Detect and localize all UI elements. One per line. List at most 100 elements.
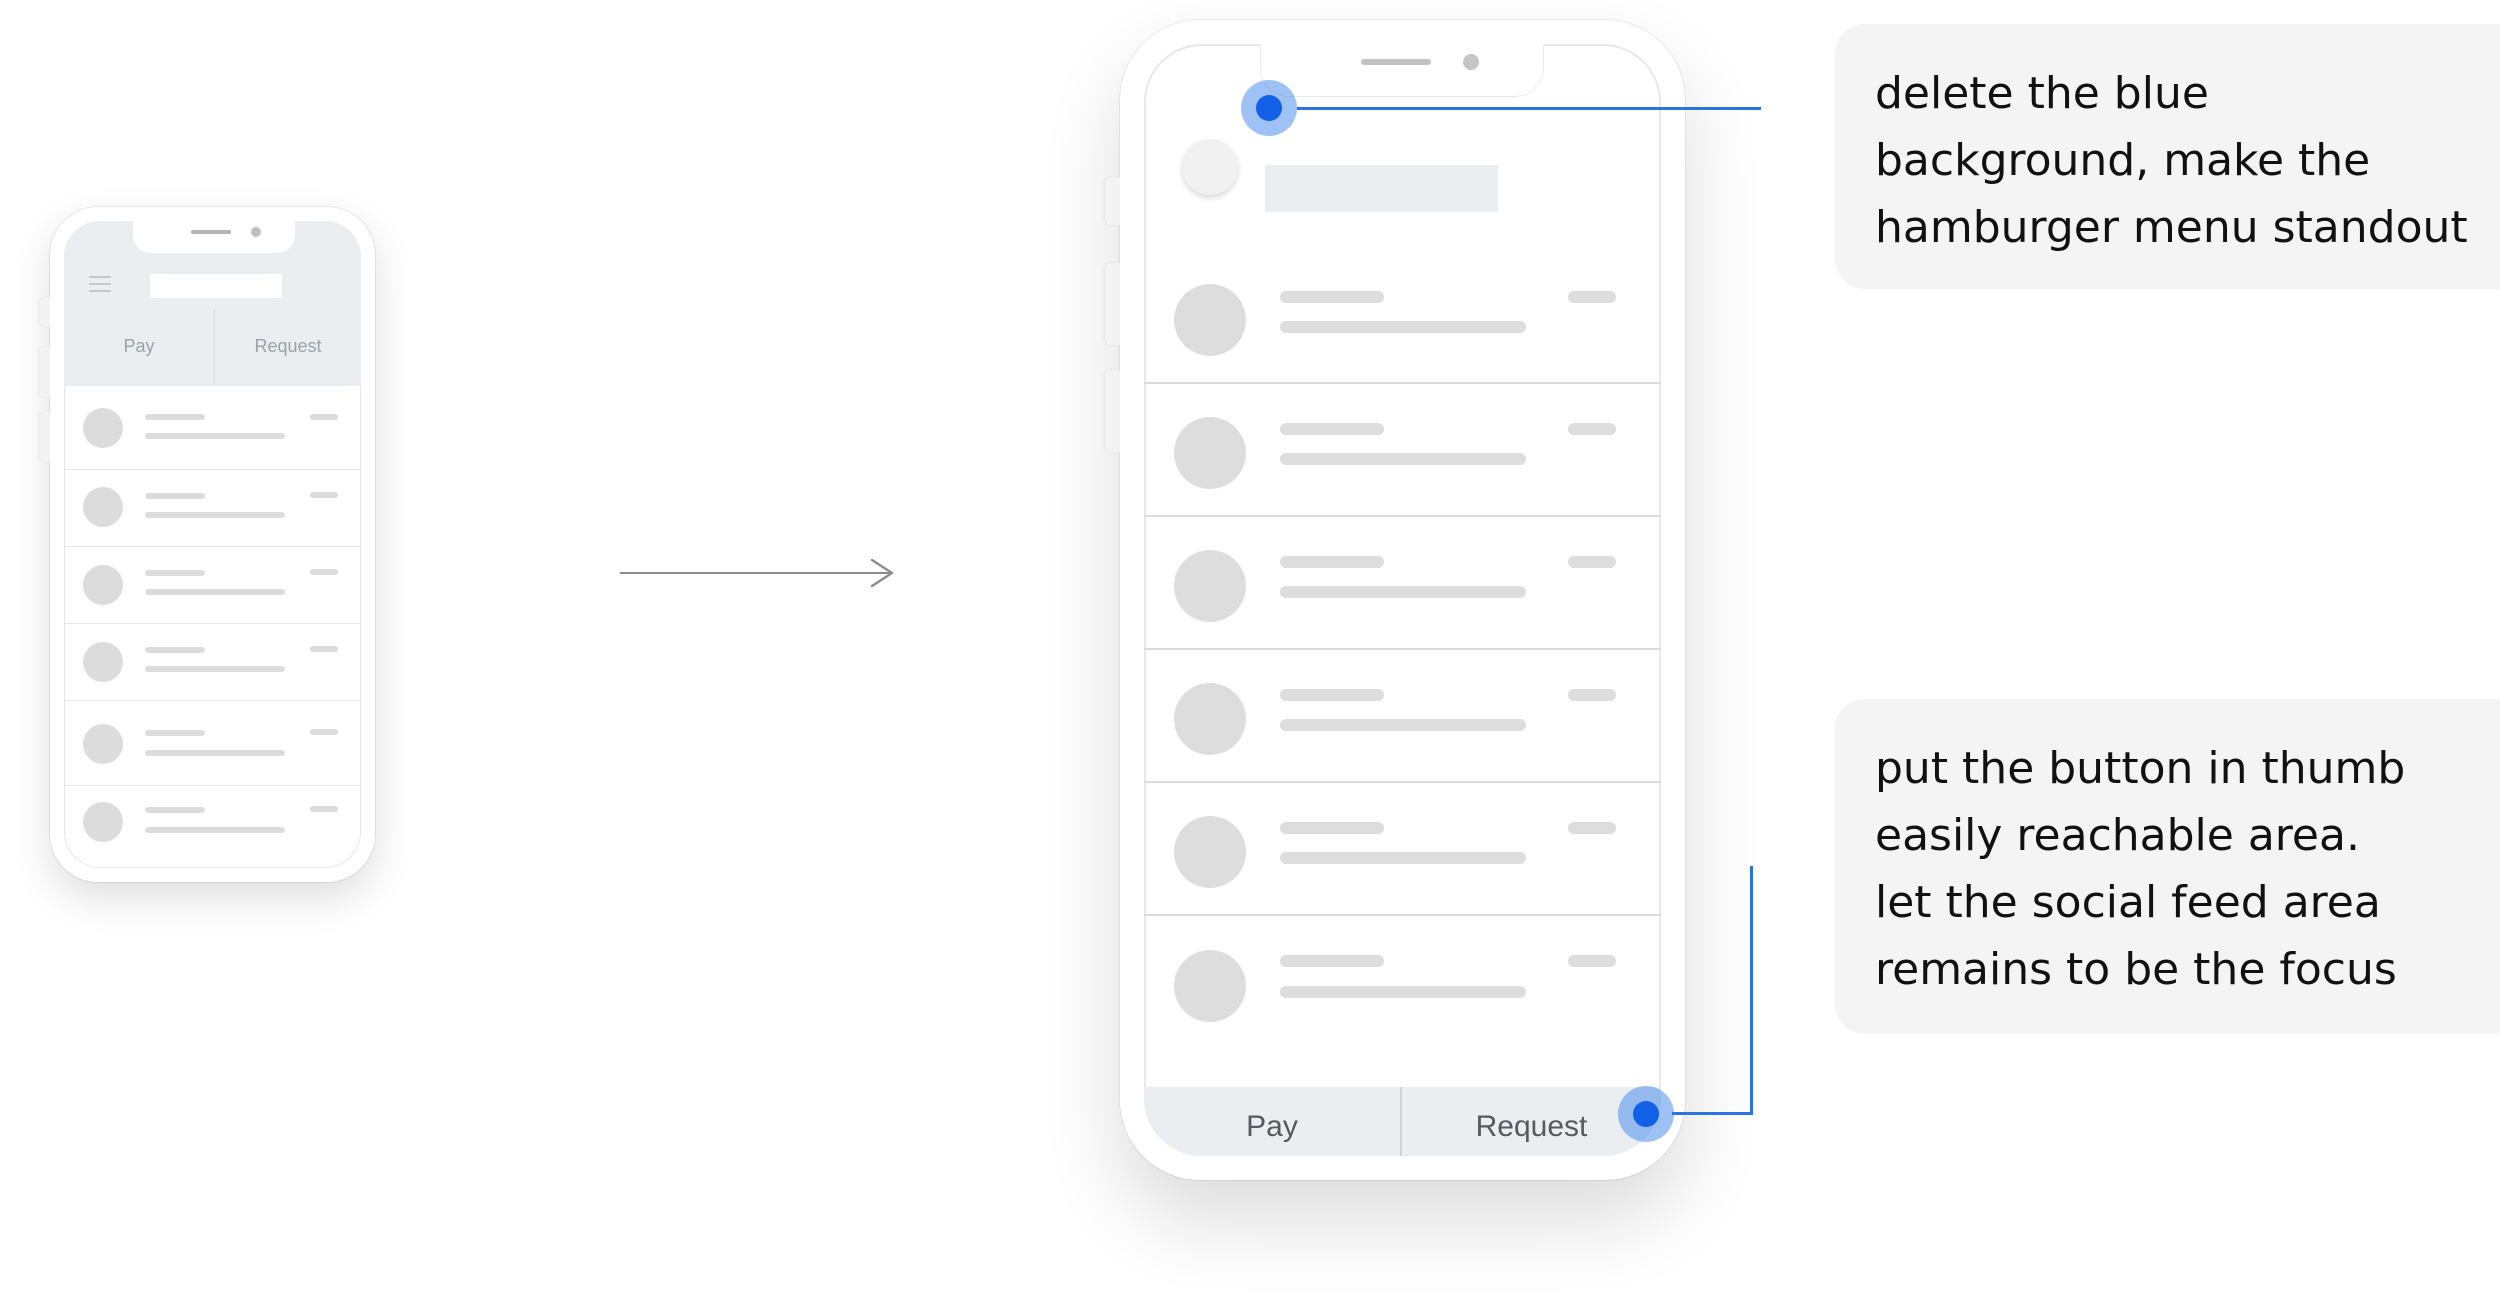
annotation-marker-bottom <box>1618 1086 1674 1142</box>
name-placeholder <box>1280 689 1384 701</box>
name-placeholder <box>1280 291 1384 303</box>
name-placeholder <box>145 493 205 499</box>
avatar <box>83 724 123 764</box>
amount-placeholder <box>310 414 338 420</box>
annotation-callout-bottom: put the button in thumb easily reachable… <box>1835 699 2500 1034</box>
title-placeholder <box>150 274 282 298</box>
avatar <box>1174 816 1246 888</box>
avatar <box>83 642 123 682</box>
side-button <box>40 297 50 327</box>
avatar <box>1174 950 1246 1022</box>
hamburger-menu-icon[interactable] <box>89 276 111 292</box>
callout-line: remains to be the focus <box>1875 944 2397 995</box>
amount-placeholder <box>1568 822 1616 834</box>
button-divider <box>1400 1087 1402 1156</box>
text-placeholder <box>145 666 285 672</box>
feed-row[interactable] <box>1144 517 1661 650</box>
avatar <box>1174 683 1246 755</box>
amount-placeholder <box>1568 556 1616 568</box>
side-button <box>40 347 50 397</box>
avatar <box>83 565 123 605</box>
feed-row[interactable] <box>64 624 361 701</box>
amount-placeholder <box>310 729 338 735</box>
callout-line: put the button in thumb <box>1875 743 2406 794</box>
callout-line: let the social feed area <box>1875 877 2381 928</box>
request-button[interactable]: Request <box>1475 1110 1588 1143</box>
amount-placeholder <box>1568 689 1616 701</box>
text-placeholder <box>145 433 285 439</box>
annotation-marker-top <box>1241 80 1297 136</box>
text-placeholder <box>1280 586 1526 598</box>
amount-placeholder <box>310 492 338 498</box>
feed-row[interactable] <box>64 786 361 864</box>
speaker-icon <box>191 230 231 234</box>
avatar <box>1174 284 1246 356</box>
bottom-action-bar <box>1144 1087 1661 1156</box>
side-button <box>1105 263 1120 345</box>
after-phone: Pay Request <box>1105 20 1685 1180</box>
avatar <box>83 487 123 527</box>
callout-line: easily reachable area. <box>1875 810 2360 861</box>
camera-icon <box>1463 54 1479 70</box>
pay-button[interactable]: Pay <box>1246 1110 1298 1143</box>
text-placeholder <box>1280 986 1526 998</box>
text-placeholder <box>145 589 285 595</box>
hamburger-menu-button[interactable] <box>1182 139 1238 195</box>
amount-placeholder <box>310 646 338 652</box>
annotation-connector-bottom-vertical <box>1750 866 1753 1115</box>
avatar <box>83 802 123 842</box>
annotation-connector-bottom <box>1672 1112 1753 1115</box>
amount-placeholder <box>310 806 338 812</box>
avatar <box>83 408 123 448</box>
feed-row[interactable] <box>64 701 361 786</box>
feed-row[interactable] <box>1144 384 1661 517</box>
annotation-callout-top: delete the blue background, make the ham… <box>1835 24 2500 289</box>
feed-row[interactable] <box>64 386 361 470</box>
request-tab[interactable]: Request <box>254 336 322 356</box>
amount-placeholder <box>1568 291 1616 303</box>
callout-line: hamburger menu standout <box>1875 202 2468 253</box>
side-button <box>1105 370 1120 452</box>
arrow-head-icon <box>870 558 894 588</box>
avatar <box>1174 417 1246 489</box>
name-placeholder <box>1280 556 1384 568</box>
name-placeholder <box>145 807 205 813</box>
text-placeholder <box>1280 852 1526 864</box>
side-button <box>40 412 50 462</box>
name-placeholder <box>145 647 205 653</box>
name-placeholder <box>145 414 205 420</box>
text-placeholder <box>1280 321 1526 333</box>
amount-placeholder <box>1568 423 1616 435</box>
before-phone-screen: Pay Request <box>64 221 361 868</box>
tab-divider <box>214 309 215 384</box>
feed-row[interactable] <box>64 547 361 624</box>
pay-tab[interactable]: Pay <box>123 336 155 356</box>
phone-notch <box>1261 44 1543 96</box>
callout-line: background, make the <box>1875 135 2371 186</box>
name-placeholder <box>1280 423 1384 435</box>
amount-placeholder <box>1568 955 1616 967</box>
feed-row[interactable] <box>64 470 361 547</box>
camera-icon <box>251 227 261 237</box>
text-placeholder <box>145 512 285 518</box>
text-placeholder <box>145 750 285 756</box>
text-placeholder <box>1280 719 1526 731</box>
feed-row[interactable] <box>1144 650 1661 783</box>
callout-line: delete the blue <box>1875 68 2209 119</box>
name-placeholder <box>1280 822 1384 834</box>
avatar <box>1174 550 1246 622</box>
title-placeholder <box>1265 165 1498 212</box>
speaker-icon <box>1361 59 1431 65</box>
text-placeholder <box>1280 453 1526 465</box>
feed-row[interactable] <box>1144 252 1661 384</box>
side-button <box>1105 177 1120 225</box>
name-placeholder <box>145 730 205 736</box>
name-placeholder <box>1280 955 1384 967</box>
text-placeholder <box>145 827 285 833</box>
phone-notch <box>133 221 295 253</box>
annotation-connector-top <box>1297 107 1761 110</box>
feed-row[interactable] <box>1144 783 1661 916</box>
feed-row[interactable] <box>1144 916 1661 1046</box>
before-phone: Pay Request <box>40 207 375 882</box>
name-placeholder <box>145 570 205 576</box>
